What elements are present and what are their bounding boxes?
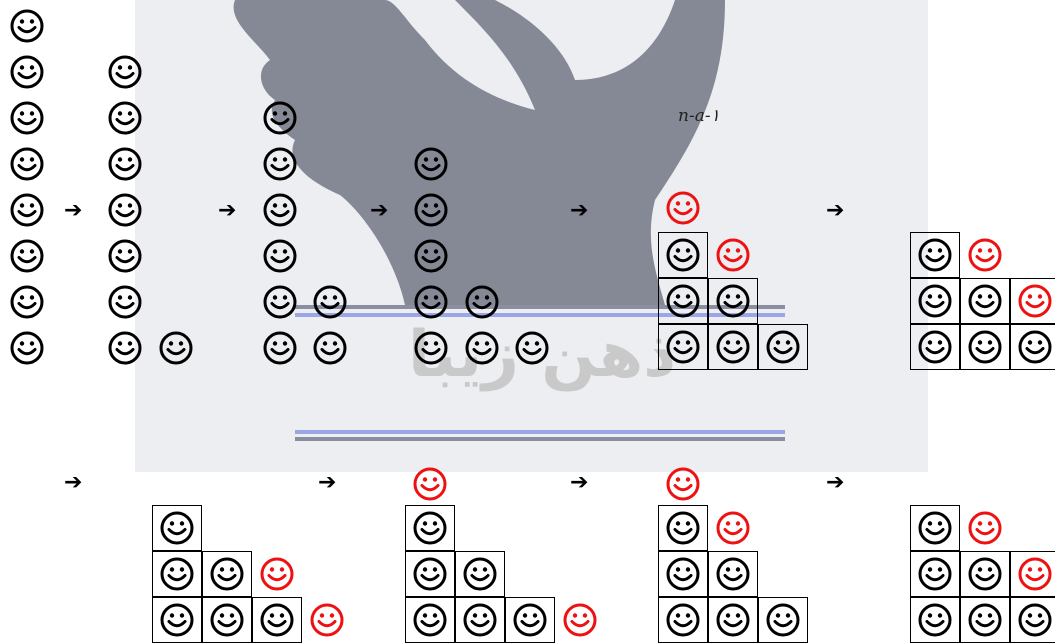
smiley-face-icon bbox=[410, 554, 450, 594]
smiley-face-icon bbox=[1015, 554, 1055, 594]
smiley-face-icon bbox=[965, 281, 1005, 321]
smiley-face-icon bbox=[965, 554, 1005, 594]
smiley-face-icon bbox=[462, 282, 502, 322]
smiley-face-icon bbox=[157, 508, 197, 548]
smiley-face-icon bbox=[257, 600, 297, 640]
smiley-face-icon bbox=[105, 52, 145, 92]
smiley-face-icon bbox=[915, 327, 955, 367]
smiley-face-icon bbox=[7, 236, 47, 276]
smiley-face-icon bbox=[257, 554, 297, 594]
smiley-face-icon bbox=[157, 600, 197, 640]
smiley-face-icon bbox=[915, 600, 955, 640]
right-arrow-icon: ➔ bbox=[318, 472, 336, 494]
smiley-face-icon bbox=[7, 6, 47, 46]
smiley-face-icon bbox=[713, 554, 753, 594]
smiley-face-icon bbox=[410, 600, 450, 640]
smiley-face-icon bbox=[713, 281, 753, 321]
smiley-face-icon bbox=[1015, 327, 1055, 367]
smiley-face-icon bbox=[310, 328, 350, 368]
smiley-face-icon bbox=[915, 554, 955, 594]
smiley-face-icon bbox=[7, 98, 47, 138]
smiley-face-icon bbox=[207, 600, 247, 640]
smiley-face-icon bbox=[663, 235, 703, 275]
smiley-face-icon bbox=[411, 328, 451, 368]
smiley-face-icon bbox=[7, 282, 47, 322]
smiley-face-icon bbox=[1015, 281, 1055, 321]
smiley-face-icon bbox=[410, 508, 450, 548]
smiley-face-icon bbox=[105, 282, 145, 322]
right-arrow-icon: ➔ bbox=[370, 200, 388, 222]
right-arrow-icon: ➔ bbox=[64, 472, 82, 494]
smiley-face-icon bbox=[663, 600, 703, 640]
smiley-face-icon bbox=[7, 190, 47, 230]
smiley-face-icon bbox=[7, 144, 47, 184]
smiley-face-icon bbox=[7, 328, 47, 368]
right-arrow-icon: ➔ bbox=[218, 200, 236, 222]
smiley-face-icon bbox=[915, 281, 955, 321]
smiley-face-icon bbox=[105, 144, 145, 184]
smiley-face-icon bbox=[411, 144, 451, 184]
smiley-face-icon bbox=[410, 464, 450, 504]
smiley-face-icon bbox=[965, 508, 1005, 548]
smiley-face-icon bbox=[310, 282, 350, 322]
smiley-face-icon bbox=[663, 188, 703, 228]
smiley-face-icon bbox=[663, 508, 703, 548]
smiley-face-icon bbox=[713, 327, 753, 367]
smiley-face-icon bbox=[965, 235, 1005, 275]
smiley-face-icon bbox=[713, 508, 753, 548]
smiley-face-icon bbox=[260, 236, 300, 276]
smiley-face-icon bbox=[105, 236, 145, 276]
smiley-face-icon bbox=[157, 554, 197, 594]
smiley-face-icon bbox=[156, 328, 196, 368]
smiley-face-icon bbox=[260, 144, 300, 184]
smiley-face-icon bbox=[207, 554, 247, 594]
smiley-face-icon bbox=[1015, 600, 1055, 640]
smiley-face-icon bbox=[7, 52, 47, 92]
smiley-face-icon bbox=[915, 235, 955, 275]
smiley-face-icon bbox=[460, 600, 500, 640]
smiley-face-icon bbox=[260, 98, 300, 138]
smiley-face-icon bbox=[965, 600, 1005, 640]
right-arrow-icon: ➔ bbox=[64, 200, 82, 222]
smiley-face-icon bbox=[260, 282, 300, 322]
smiley-face-icon bbox=[763, 327, 803, 367]
smiley-face-icon bbox=[411, 236, 451, 276]
smiley-face-icon bbox=[663, 464, 703, 504]
smiley-face-icon bbox=[763, 600, 803, 640]
right-arrow-icon: ➔ bbox=[570, 472, 588, 494]
smiley-face-icon bbox=[663, 554, 703, 594]
smiley-face-icon bbox=[460, 554, 500, 594]
smiley-face-icon bbox=[105, 190, 145, 230]
smiley-face-icon bbox=[260, 190, 300, 230]
smiley-face-icon bbox=[105, 328, 145, 368]
right-arrow-icon: ➔ bbox=[826, 472, 844, 494]
smiley-face-icon bbox=[510, 600, 550, 640]
smiley-face-icon bbox=[512, 328, 552, 368]
smiley-face-icon bbox=[663, 281, 703, 321]
smiley-face-icon bbox=[307, 600, 347, 640]
smiley-face-icon bbox=[260, 328, 300, 368]
smiley-face-icon bbox=[713, 235, 753, 275]
smiley-face-icon bbox=[411, 282, 451, 322]
smiley-face-icon bbox=[105, 98, 145, 138]
smiley-face-icon bbox=[965, 327, 1005, 367]
smiley-face-icon bbox=[560, 600, 600, 640]
smiley-face-icon bbox=[663, 327, 703, 367]
smiley-face-icon bbox=[411, 190, 451, 230]
smiley-face-icon bbox=[915, 508, 955, 548]
right-arrow-icon: ➔ bbox=[826, 200, 844, 222]
smiley-face-icon bbox=[713, 600, 753, 640]
right-arrow-icon: ➔ bbox=[570, 200, 588, 222]
smiley-face-icon bbox=[462, 328, 502, 368]
